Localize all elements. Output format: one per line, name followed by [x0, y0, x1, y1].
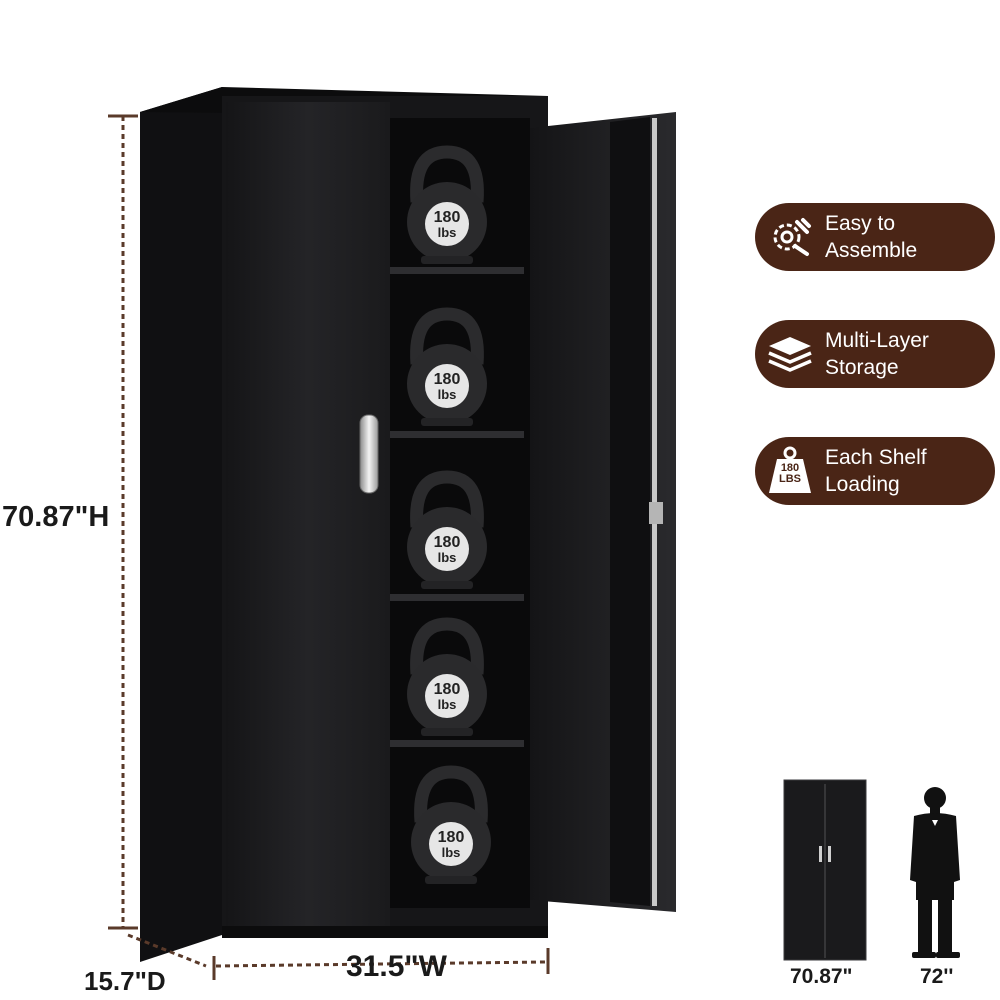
weight-icon-unit: LBS [779, 473, 801, 485]
kettlebell [407, 470, 487, 589]
feature-line2: Assemble [825, 239, 918, 262]
feature-shelf-loading: 180 LBS Each Shelf Loading [755, 437, 995, 505]
gear-wrench-icon [755, 203, 825, 271]
cabinet-left-door [226, 102, 390, 926]
kettlebell-label-disk [425, 674, 469, 718]
person-silhouette [910, 787, 960, 958]
depth-dimension-line [127, 933, 207, 968]
feature-line2: Storage [825, 356, 899, 379]
comparison-cabinet-height: 70.87" [790, 965, 853, 988]
kettlebells [407, 145, 491, 884]
comparison-cabinet [783, 779, 867, 961]
shelf [390, 431, 524, 438]
feature-line2: Loading [825, 473, 900, 496]
kettlebell-weight-value: 180 [433, 371, 461, 388]
weight-icon-value: 180 [780, 462, 800, 474]
width-dimension-label: 31.5"W [346, 950, 447, 983]
kettlebell-label-disk [425, 202, 469, 246]
kettlebell [407, 145, 487, 264]
door-latch [649, 502, 663, 524]
shelf [390, 267, 524, 274]
width-dimension-line [215, 960, 546, 968]
comparison-person-height: 72'' [920, 965, 954, 988]
kettlebell [407, 307, 487, 426]
dimension-lines [121, 116, 546, 968]
kettlebell-label-disk [429, 822, 473, 866]
kettlebell [407, 617, 487, 736]
kettlebell-label-disk [425, 527, 469, 571]
feature-line1: Easy to [825, 212, 896, 235]
kettlebell-weight-value: 180 [433, 209, 461, 226]
door-inner-fold [610, 117, 650, 906]
feature-easy-assemble: Easy to Assemble [755, 203, 995, 271]
cabinet-base [222, 926, 548, 938]
kettlebell-weight-unit: lbs [437, 387, 457, 402]
feature-line1: Multi-Layer [825, 329, 929, 352]
dimension-ticks [108, 114, 550, 980]
kettlebell-weight-unit: lbs [437, 550, 457, 565]
kettlebell-weight-value: 180 [437, 829, 465, 846]
feature-multi-layer: Multi-Layer Storage [755, 320, 995, 388]
weight-icon: 180 LBS [755, 437, 825, 505]
kettlebell-label-disk [425, 364, 469, 408]
feature-line1: Each Shelf [825, 446, 927, 469]
shelf [390, 740, 524, 747]
kettlebell-weight-unit: lbs [437, 697, 457, 712]
cabinet-side-panel [140, 87, 222, 962]
height-dimension-label: 70.87"H [2, 501, 110, 533]
door-handle [359, 414, 379, 494]
kettlebell-weight-unit: lbs [437, 225, 457, 240]
kettlebell-weight-value: 180 [433, 534, 461, 551]
kettlebell-weight-value: 180 [433, 681, 461, 698]
kettlebell [411, 765, 491, 884]
shelf [390, 594, 524, 601]
depth-dimension-label: 15.7"D [84, 966, 166, 996]
layers-icon [755, 320, 825, 388]
kettlebell-weight-unit: lbs [441, 845, 461, 860]
